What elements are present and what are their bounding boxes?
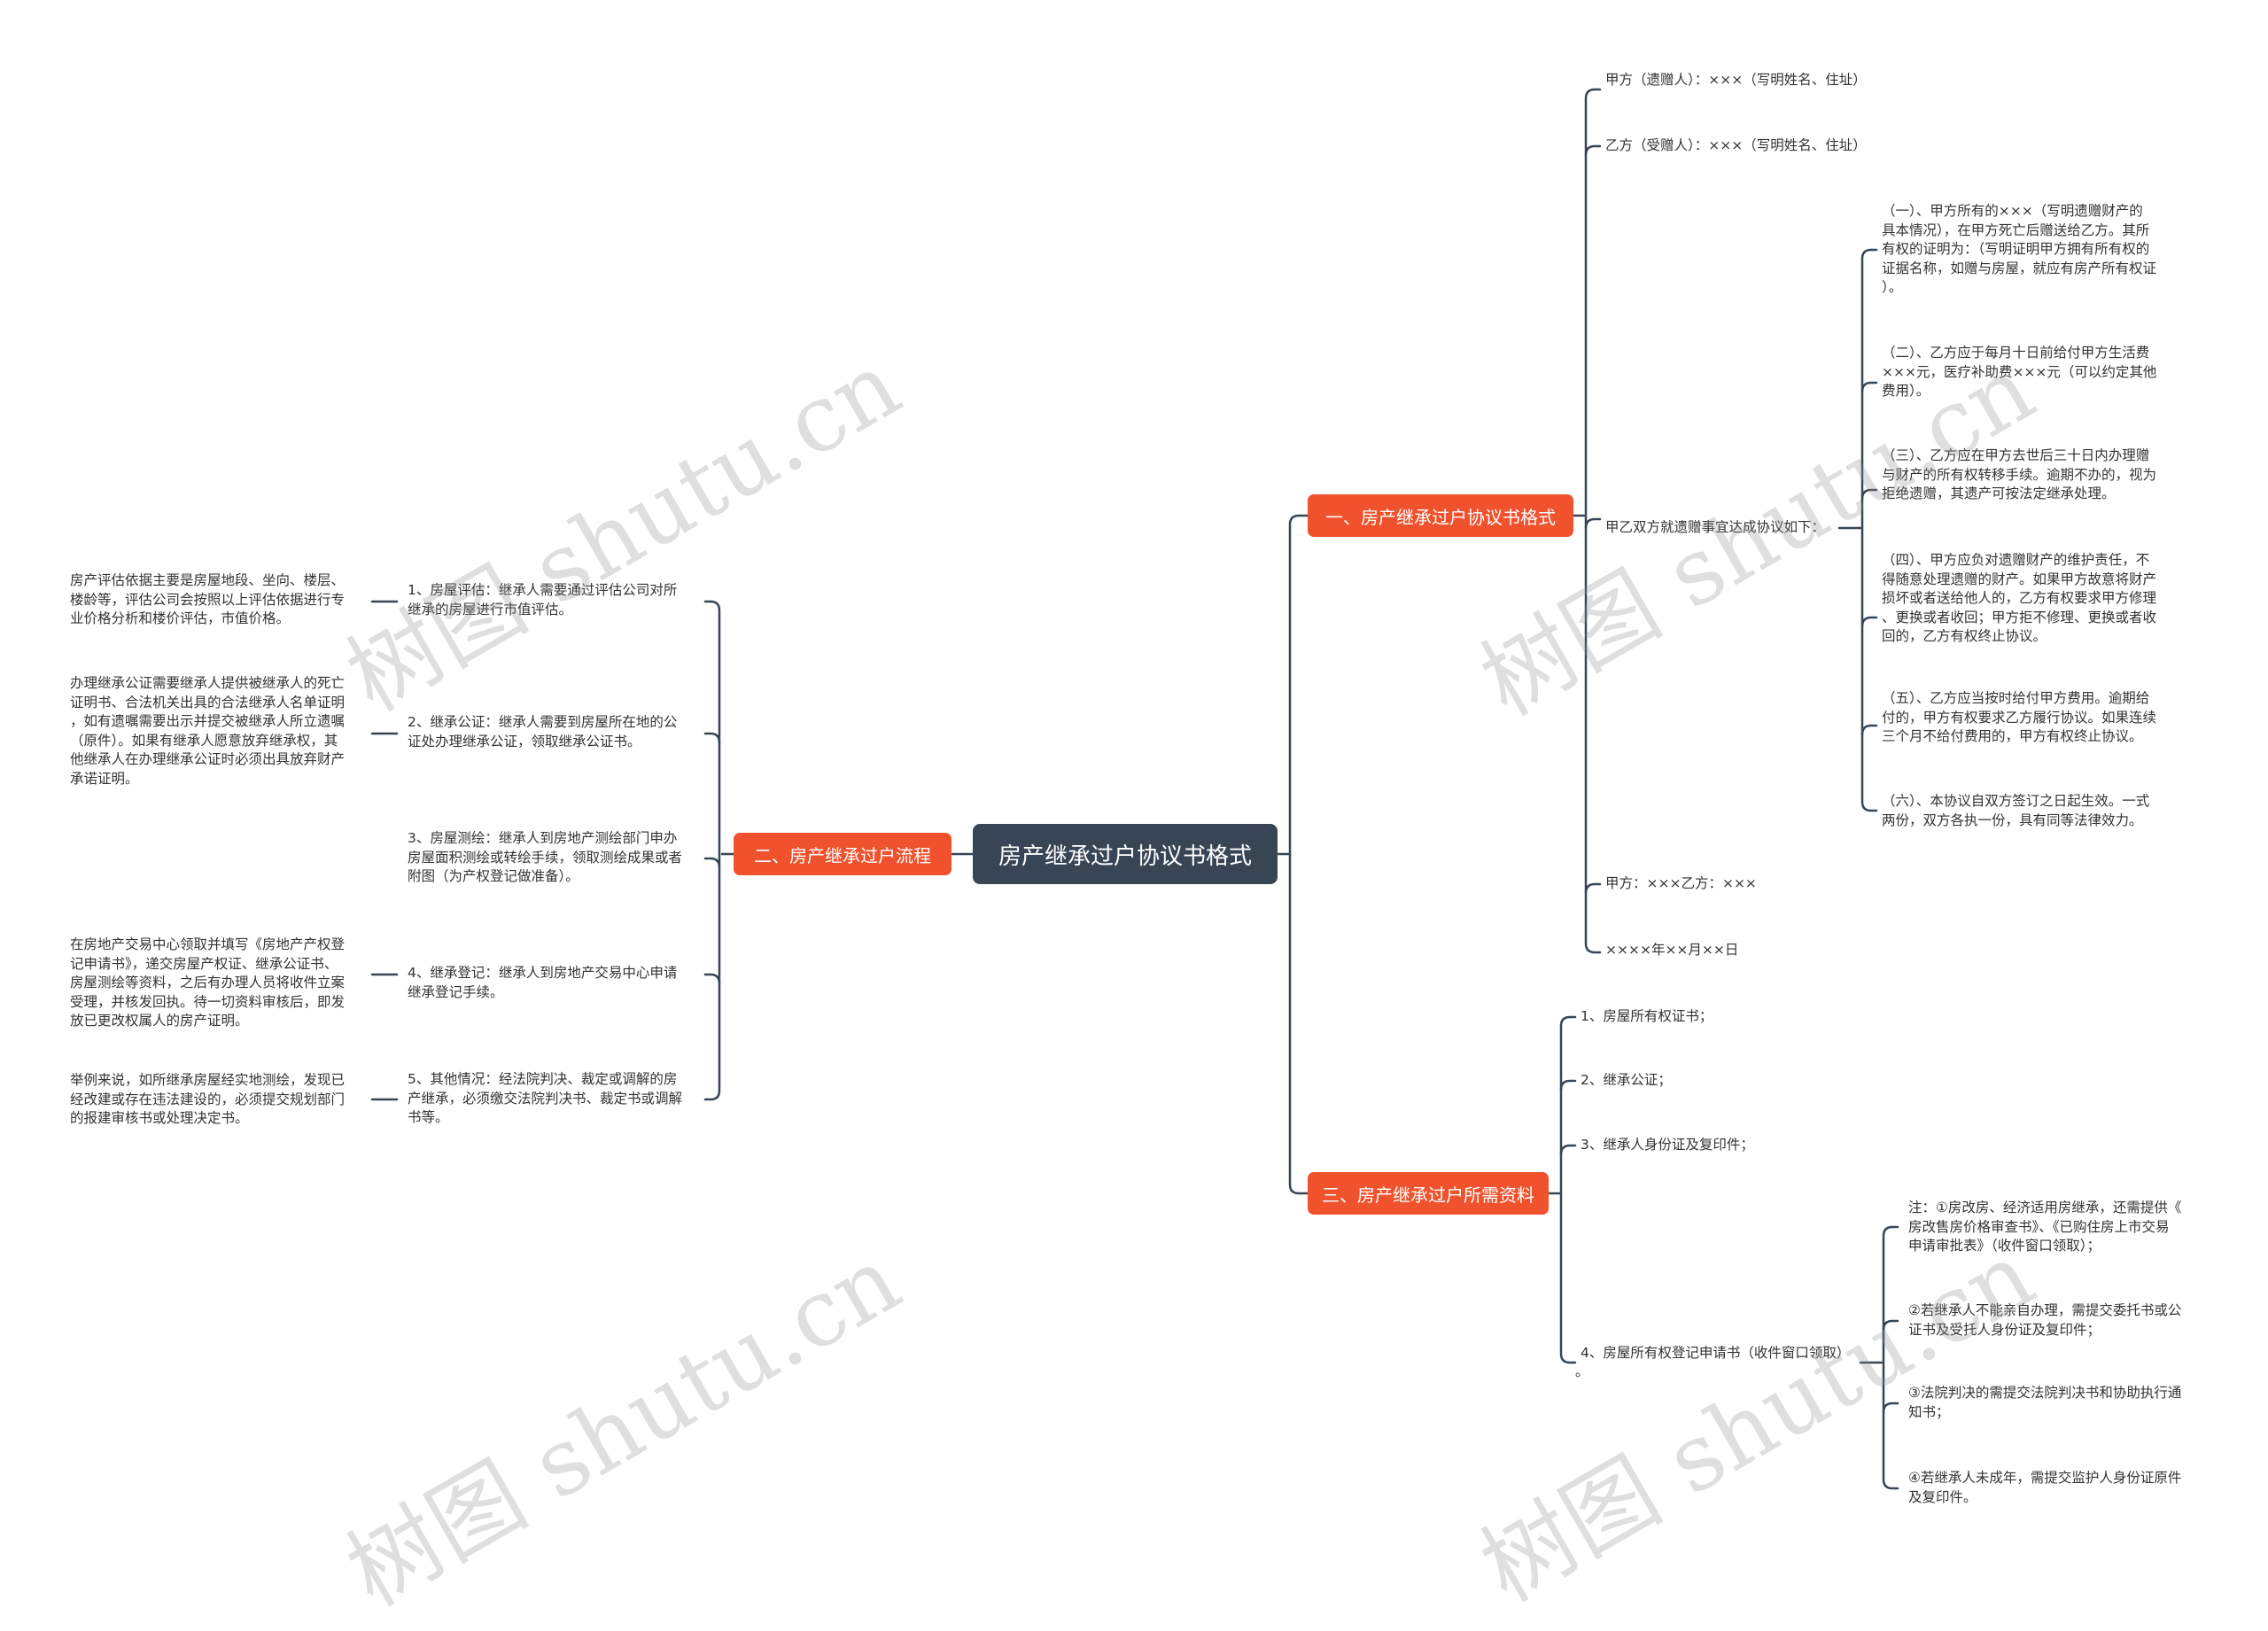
material-note-1: 注：①房改房、经济适用房继承，还需提供《房改售房价格审查书》、《已购住房上市交易… bbox=[1908, 1200, 2182, 1254]
clause-5: （五）、乙方应当按时给付甲方费用。逾期给付的，甲方有权要求乙方履行协议。如果连续… bbox=[1882, 690, 2157, 744]
clause-3: （三）、乙方应在甲方去世后三十日内办理赠与财产的所有权转移手续。逾期不办的，视为… bbox=[1882, 447, 2157, 501]
date-text: ××××年××月××日 bbox=[1605, 942, 1739, 958]
clause-2: （二）、乙方应于每月十日前给付甲方生活费×××元，医疗补助费×××元（可以约定其… bbox=[1882, 345, 2157, 399]
material-note-4: ④若继承人未成年，需提交监护人身份证原件及复印件。 bbox=[1908, 1470, 2182, 1505]
connector-lines bbox=[370, 88, 1899, 1490]
clause-4: （四）、甲方应负对遗赠财产的维护责任，不得随意处理遗赠的财产。如果甲方故意将财产… bbox=[1882, 552, 2157, 644]
note-notarization: 办理继承公证需要继承人提供被继承人的死亡证明书、合法机关出具的合法继承人名单证明… bbox=[70, 675, 346, 787]
step-4-registration: 4、继承登记：继承人到房地产交易中心申请继承登记手续。 bbox=[408, 965, 678, 1000]
root-topic[interactable]: 房产继承过户协议书格式 bbox=[973, 824, 1278, 884]
note-other: 举例来说，如所继承房屋经实地测绘，发现已经改建或存在违法建设的，必须提交规划部门… bbox=[70, 1072, 346, 1126]
step-2-notarization: 2、继承公证：继承人需要到房屋所在地的公证处办理继承公证，领取继承公证书。 bbox=[408, 714, 678, 749]
branch-transfer-process[interactable]: 二、房产继承过户流程 bbox=[734, 833, 951, 875]
material-1: 1、房屋所有权证书； bbox=[1581, 1008, 1713, 1024]
material-4-dot: 。 bbox=[1575, 1363, 1589, 1379]
note-registration: 在房地产交易中心领取并填写《房地产产权登记申请书》，递交房屋产权证、继承公证书、… bbox=[70, 936, 346, 1029]
clause-1: （一）、甲方所有的×××（写明遗赠财产的具本情况），在甲方死亡后赠送给乙方。其所… bbox=[1882, 203, 2157, 295]
party-b-text: 乙方（受赠人）：×××（写明姓名、住址） bbox=[1605, 137, 1867, 153]
material-4: 4、房屋所有权登记申请书（收件窗口领取） bbox=[1581, 1345, 1851, 1361]
material-2: 2、继承公证； bbox=[1581, 1072, 1672, 1088]
step-5-other: 5、其他情况：经法院判决、裁定或调解的房产继承，必须缴交法院判决书、裁定书或调解… bbox=[408, 1071, 683, 1125]
step-1-appraisal: 1、房屋评估：继承人需要通过评估公司对所继承的房屋进行市值评估。 bbox=[408, 582, 678, 617]
branch-required-materials[interactable]: 三、房产继承过户所需资料 bbox=[1308, 1172, 1549, 1215]
branch-agreement-format[interactable]: 一、房产继承过户协议书格式 bbox=[1308, 494, 1573, 537]
material-note-2: ②若继承人不能亲自办理，需提交委托书或公证书及受托人身份证及复印件； bbox=[1908, 1302, 2182, 1338]
signature-text: 甲方：×××乙方：××× bbox=[1605, 875, 1757, 891]
step-3-survey: 3、房屋测绘：继承人到房地产测绘部门申办房屋面积测绘或转绘手续，领取测绘成果或者… bbox=[408, 830, 683, 884]
agreement-intro-text: 甲乙双方就遗赠事宜达成协议如下： bbox=[1605, 519, 1826, 535]
material-note-3: ③法院判决的需提交法院判决书和协助执行通知书； bbox=[1908, 1385, 2182, 1420]
material-3: 3、继承人身份证及复印件； bbox=[1581, 1137, 1754, 1153]
party-a-text: 甲方（遗赠人）：×××（写明姓名、住址） bbox=[1605, 72, 1867, 88]
note-appraisal: 房产评估依据主要是房屋地段、坐向、楼层、楼龄等，评估公司会按照以上评估依据进行专… bbox=[70, 572, 346, 626]
clause-6: （六）、本协议自双方签订之日起生效。一式两份，双方各执一份，具有同等法律效力。 bbox=[1882, 793, 2150, 828]
